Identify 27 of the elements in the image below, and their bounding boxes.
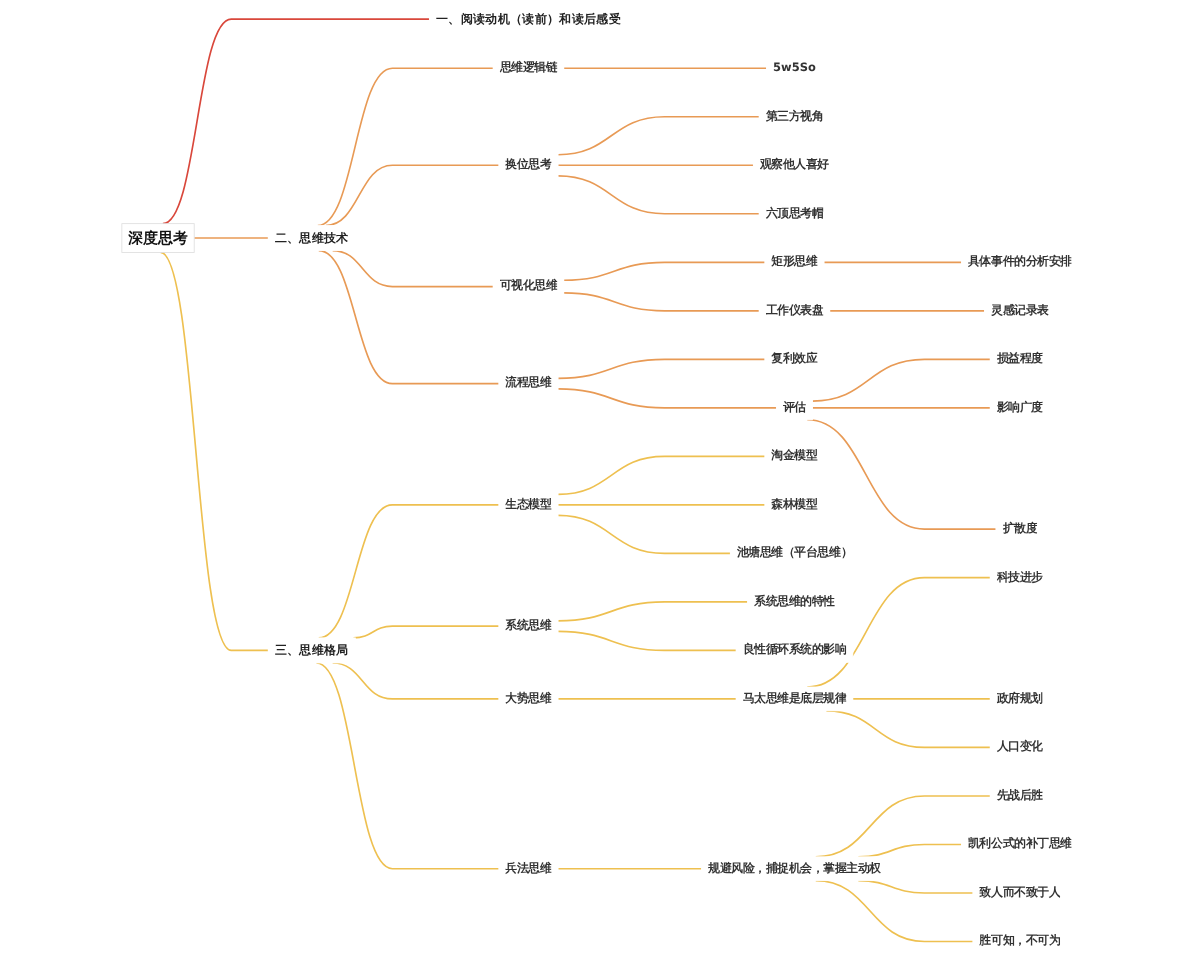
connector [557, 698, 737, 700]
connector [557, 115, 760, 156]
connector [352, 625, 500, 639]
connector [315, 662, 500, 870]
connector [317, 249, 500, 385]
connector [811, 407, 991, 409]
connector [829, 310, 986, 312]
connector [563, 67, 768, 70]
connector [193, 237, 270, 239]
connector [557, 175, 760, 215]
connector [823, 261, 963, 264]
connector [852, 698, 991, 700]
connector [557, 630, 737, 652]
connector [557, 504, 766, 506]
connector [563, 261, 766, 282]
connector [557, 358, 766, 380]
connector [557, 455, 766, 496]
connector [316, 67, 494, 227]
connector [557, 867, 703, 870]
connector [557, 514, 732, 555]
connector [557, 164, 755, 167]
connector [557, 601, 749, 622]
connector [563, 292, 760, 312]
connector [162, 18, 431, 225]
connector [557, 388, 778, 409]
connector [159, 251, 270, 652]
connector [811, 358, 991, 402]
